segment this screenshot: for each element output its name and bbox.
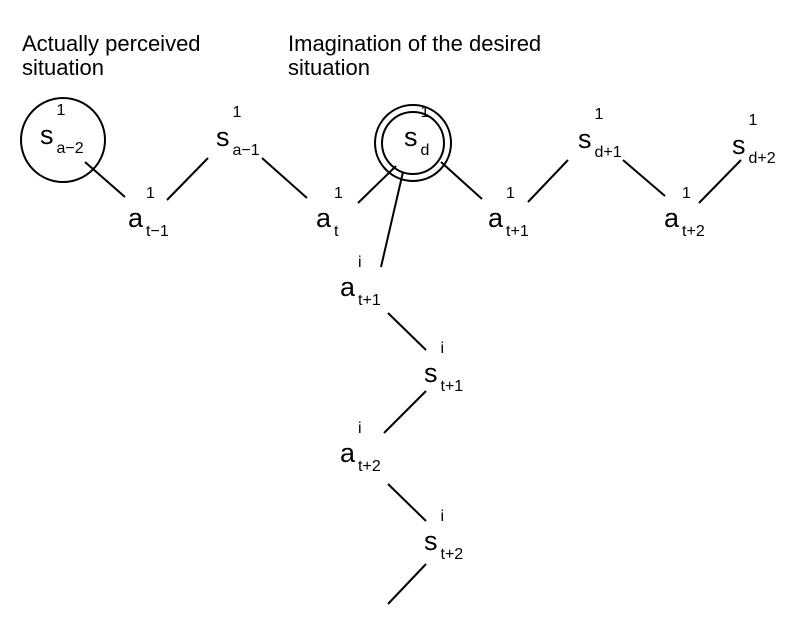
edge-a-i-t-1-to-s-i-t-1 bbox=[387, 312, 427, 351]
edge-a-t-1-to-s-d-1 bbox=[527, 159, 569, 203]
desired-situation-inner-circle bbox=[381, 111, 445, 175]
edge-s-i-t-2-to-next bbox=[387, 563, 427, 605]
edge-a-t-to-s-d bbox=[357, 165, 397, 204]
caption-perceived-situation: Actually perceived situation bbox=[22, 31, 201, 80]
edge-s-d-to-a-t-1 bbox=[440, 161, 483, 200]
edge-s-d-to-a-i-t-1 bbox=[380, 171, 404, 268]
edge-s-a-1-to-a-t bbox=[261, 157, 308, 199]
desired-situation-outer-circle bbox=[374, 104, 452, 182]
edge-s-a-2-to-a-t-1 bbox=[84, 161, 126, 198]
perceived-situation-circle bbox=[20, 97, 106, 183]
caption-desired-situation: Imagination of the desired situation bbox=[288, 31, 542, 80]
edge-s-d-1-to-a-t-2 bbox=[622, 159, 666, 197]
edge-a-t-1-to-s-a-1 bbox=[166, 157, 209, 201]
edge-s-i-t-1-to-a-i-t-2 bbox=[383, 390, 427, 434]
edge-a-i-t-2-to-s-i-t-2 bbox=[387, 483, 427, 522]
edge-a-t-2-to-s-d-2 bbox=[698, 159, 742, 204]
